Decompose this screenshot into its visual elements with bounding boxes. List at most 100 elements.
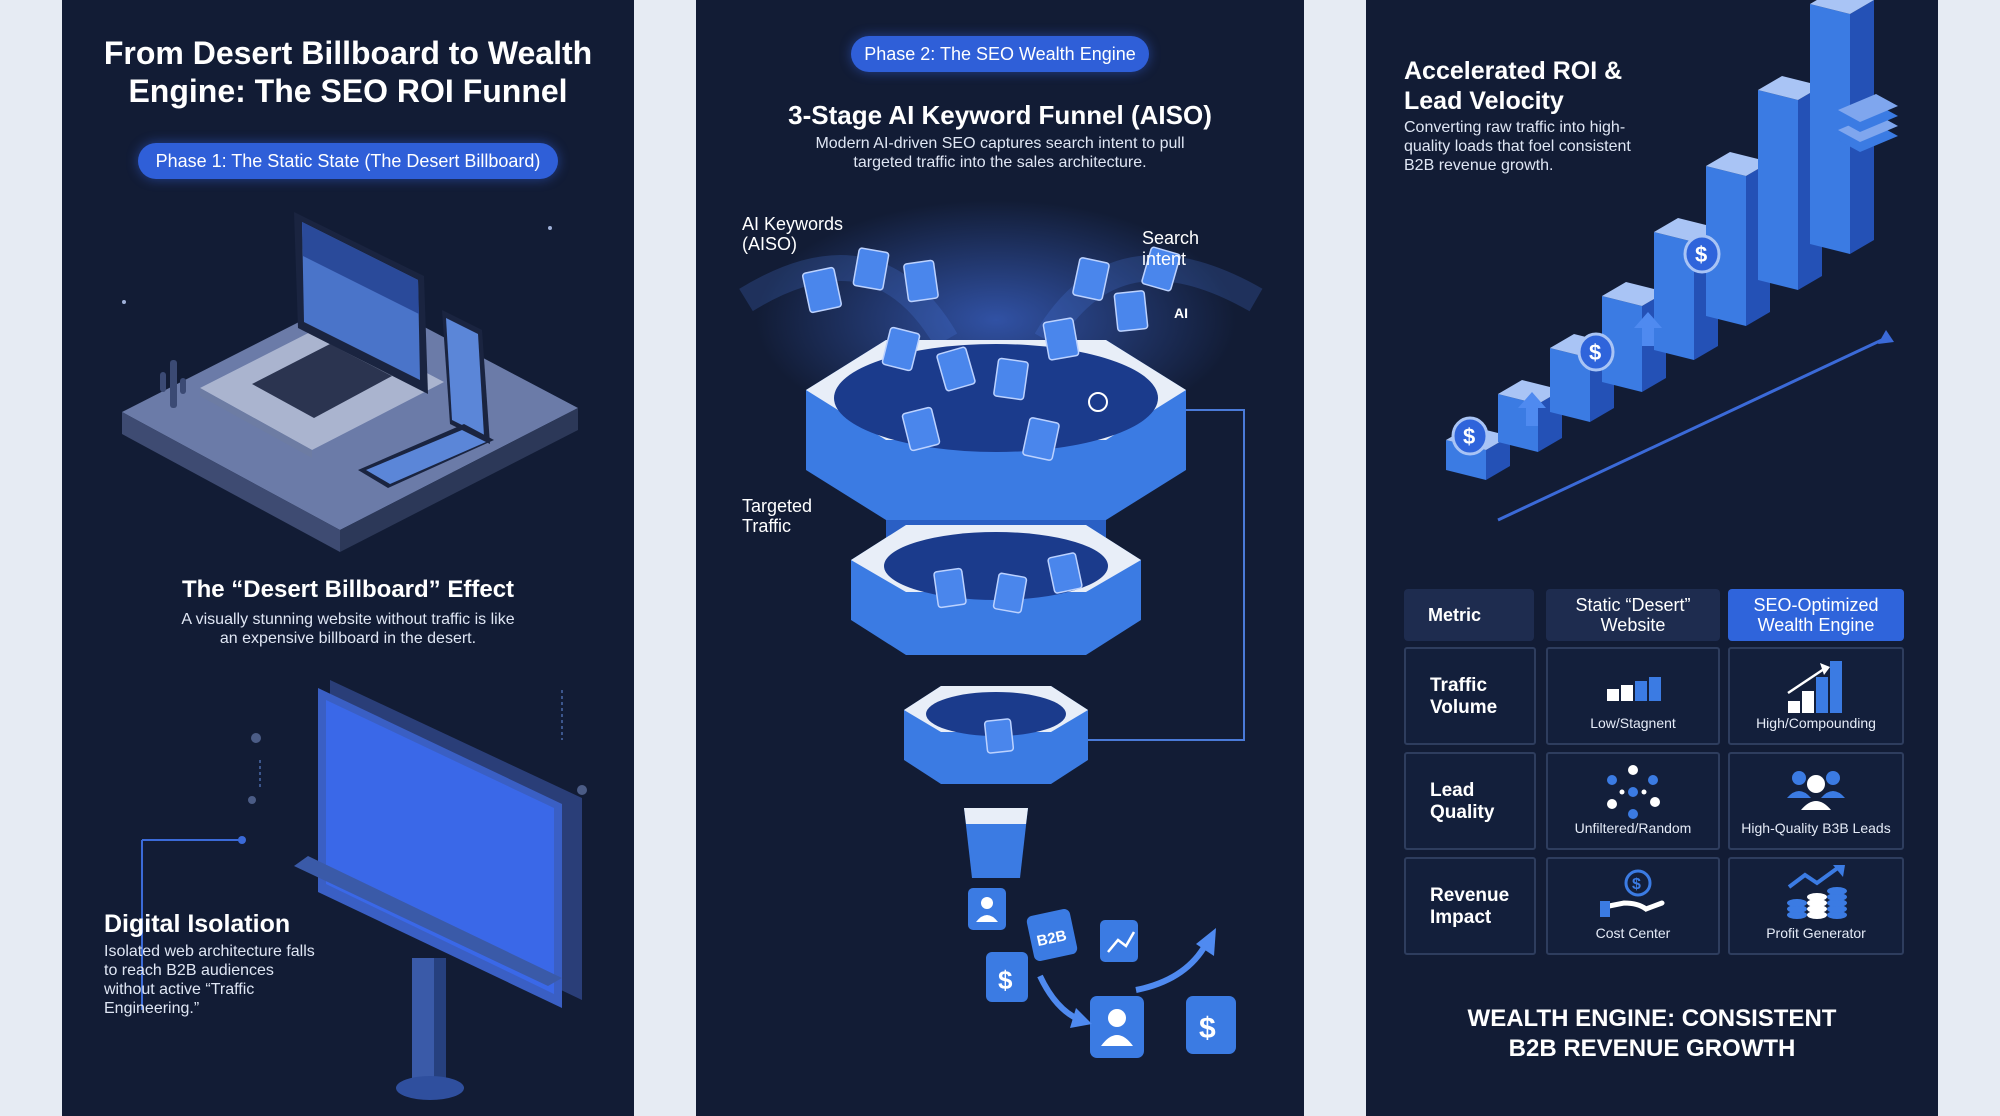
dollar-coin-glyph-1: $	[1589, 340, 1601, 365]
rising-bars-illustration: $$$	[1446, 0, 1898, 522]
desert-effect-title: The “Desert Billboard” Effect	[181, 576, 515, 603]
billboard-catwalk	[294, 856, 562, 986]
dollar-icon-tile-left	[986, 952, 1028, 1002]
funnel-title: 3-Stage AI Keyword Funnel (AISO)	[788, 100, 1212, 130]
caption-unfiltered-random: Unfiltered/Random	[1574, 820, 1692, 836]
caption-profit-generator: Profit Generator	[1766, 925, 1866, 941]
cell-seo-traffic: High/Compounding	[1728, 647, 1904, 745]
output-icons: B2B $ $	[968, 888, 1236, 1058]
isolation-line2: to reach B2B audiences	[104, 962, 274, 979]
metric-lead-quality: Lead Quality	[1430, 780, 1495, 823]
targeted-traffic-connector	[1088, 409, 1245, 741]
funnel-desc-line2: targeted traffic into the sales architec…	[853, 154, 1147, 171]
growth-bar-front-3	[1602, 296, 1642, 392]
svg-text:$: $	[998, 965, 1013, 995]
growth-bar-front-6	[1758, 90, 1798, 290]
roi-description: Converting raw traffic into high- qualit…	[1404, 118, 1631, 175]
table-header-metric: Metric	[1404, 589, 1534, 641]
label-ai-keywords-line2: (AISO)	[742, 234, 798, 254]
panel-seo-wealth-engine: Phase 2: The SEO Wealth Engine 3-Stage A…	[696, 0, 1304, 1116]
effect-desc-line1: A visually stunning website without traf…	[181, 611, 515, 628]
table-row-traffic: Traffic Volume	[1404, 647, 1536, 745]
funnel-desc-line1: Modern AI-driven SEO captures search int…	[815, 135, 1185, 152]
scattered-dots-icon	[1607, 765, 1660, 819]
desk-billboard-illustration	[122, 212, 587, 1100]
growth-bar-front-7	[1810, 4, 1850, 254]
growth-bar-side-0	[1486, 436, 1510, 480]
label-search-intent: Search intent	[1142, 228, 1199, 270]
growth-bar-front-2	[1550, 348, 1590, 422]
cell-static-revenue: $ Cost Center	[1546, 857, 1720, 955]
cell-seo-lead: High-Quality B3B Leads	[1728, 752, 1904, 850]
laptop-keyboard	[252, 344, 392, 418]
wealth-engine-footer: WEALTH ENGINE: CONSISTENT B2B REVENUE GR…	[1366, 1004, 1938, 1064]
cactus-icon	[160, 360, 186, 408]
table-row-revenue: Revenue Impact	[1404, 857, 1536, 955]
growth-bar-front-5	[1706, 166, 1746, 326]
keyword-doc-icons	[801, 246, 1181, 754]
funnel-description: Modern AI-driven SEO captures search int…	[696, 134, 1304, 172]
up-arrow-icon-0	[1518, 392, 1546, 426]
platform-right-side	[340, 408, 578, 552]
b2b-icon-tile	[1026, 909, 1078, 961]
footer-line2: B2B REVENUE GROWTH	[1508, 1035, 1796, 1062]
label-targeted-traffic: Targeted Traffic	[742, 496, 812, 536]
metric-traffic-volume: Traffic Volume	[1430, 675, 1498, 718]
dollar-coin-icon-2	[1683, 234, 1721, 274]
phase2-pill: Phase 2: The SEO Wealth Engine	[851, 36, 1149, 72]
label-ai-keywords: AI Keywords (AISO)	[742, 214, 843, 254]
rising-bars-icon	[1787, 661, 1842, 713]
phase1-pill: Phase 1: The Static State (The Desert Bi…	[138, 143, 558, 179]
cell-seo-revenue: Profit Generator	[1728, 857, 1904, 955]
trend-arrow	[1497, 336, 1887, 522]
svg-text:$: $	[1199, 1012, 1216, 1045]
panel1-title-line2: Engine: The SEO ROI Funnel	[128, 73, 568, 109]
isolation-line3: without active “Traffic	[104, 981, 255, 998]
cash-stack-layer-3	[1838, 94, 1898, 122]
growth-bar-top-1	[1498, 380, 1562, 404]
isolation-line1: Isolated web architecture falls	[104, 943, 315, 960]
growth-bar-top-3	[1602, 282, 1666, 306]
table-header-static: Static “Desert” Website	[1546, 589, 1720, 641]
coin-stack-growth-icon	[1787, 865, 1847, 919]
growth-bar-top-5	[1706, 152, 1770, 176]
label-search-line1: Search	[1142, 228, 1200, 248]
growth-bar-front-4	[1654, 232, 1694, 360]
roi-title-line2: Lead Velocity	[1404, 87, 1564, 115]
users-group-icon	[1787, 771, 1845, 810]
footer-line1: WEALTH ENGINE: CONSISTENT	[1467, 1005, 1837, 1032]
table-row-lead: Lead Quality	[1404, 752, 1536, 850]
cell-static-lead: Unfiltered/Random	[1546, 752, 1720, 850]
label-ai-keywords-line1: AI Keywords	[742, 214, 844, 234]
dollar-coin-icon-0	[1451, 416, 1489, 456]
funnel-spout	[964, 808, 1028, 878]
label-search-line2: intent	[1142, 249, 1187, 269]
platform-left-side	[122, 412, 340, 552]
up-arrow-icon-1	[1634, 312, 1662, 346]
caption-high-compounding: High/Compounding	[1756, 715, 1876, 731]
billboard-pole	[412, 958, 434, 1088]
metric-revenue-impact: Revenue Impact	[1430, 885, 1510, 928]
label-targeted-line1: Targeted	[742, 496, 813, 516]
desert-effect-description: A visually stunning website without traf…	[62, 610, 634, 648]
roi-desc-line2: quality loads that foel consistent	[1404, 138, 1631, 155]
caption-high-quality-leads: High-Quality B3B Leads	[1741, 820, 1891, 836]
magnifier-icon	[1088, 392, 1108, 412]
roi-title: Accelerated ROI & Lead Velocity	[1404, 56, 1622, 116]
effect-desc-line2: an expensive billboard in the desert.	[219, 630, 477, 647]
isolation-line4: Engineering.”	[104, 1000, 200, 1017]
table-header-seo: SEO-Optimized Wealth Engine	[1728, 589, 1904, 641]
caption-cost-center: Cost Center	[1595, 925, 1671, 941]
hand-coin-icon: $	[1600, 869, 1665, 917]
doc-ai-label: AI	[1174, 305, 1188, 321]
cell-static-traffic: Low/Stagnent	[1546, 647, 1720, 745]
panel1-title: From Desert Billboard to Wealth Engine: …	[62, 34, 634, 110]
label-targeted-line2: Traffic	[742, 516, 792, 536]
panel-accelerated-roi: Accelerated ROI & Lead Velocity Converti…	[1366, 0, 1938, 1116]
dollar-icon-tile-right	[1186, 996, 1236, 1054]
low-bars-icon	[1607, 677, 1661, 701]
trend-arrow-head	[1878, 330, 1894, 344]
dollar-coin-icon-1	[1577, 332, 1615, 372]
digital-isolation-title: Digital Isolation	[104, 910, 291, 938]
growth-bar-top-6	[1758, 76, 1822, 100]
